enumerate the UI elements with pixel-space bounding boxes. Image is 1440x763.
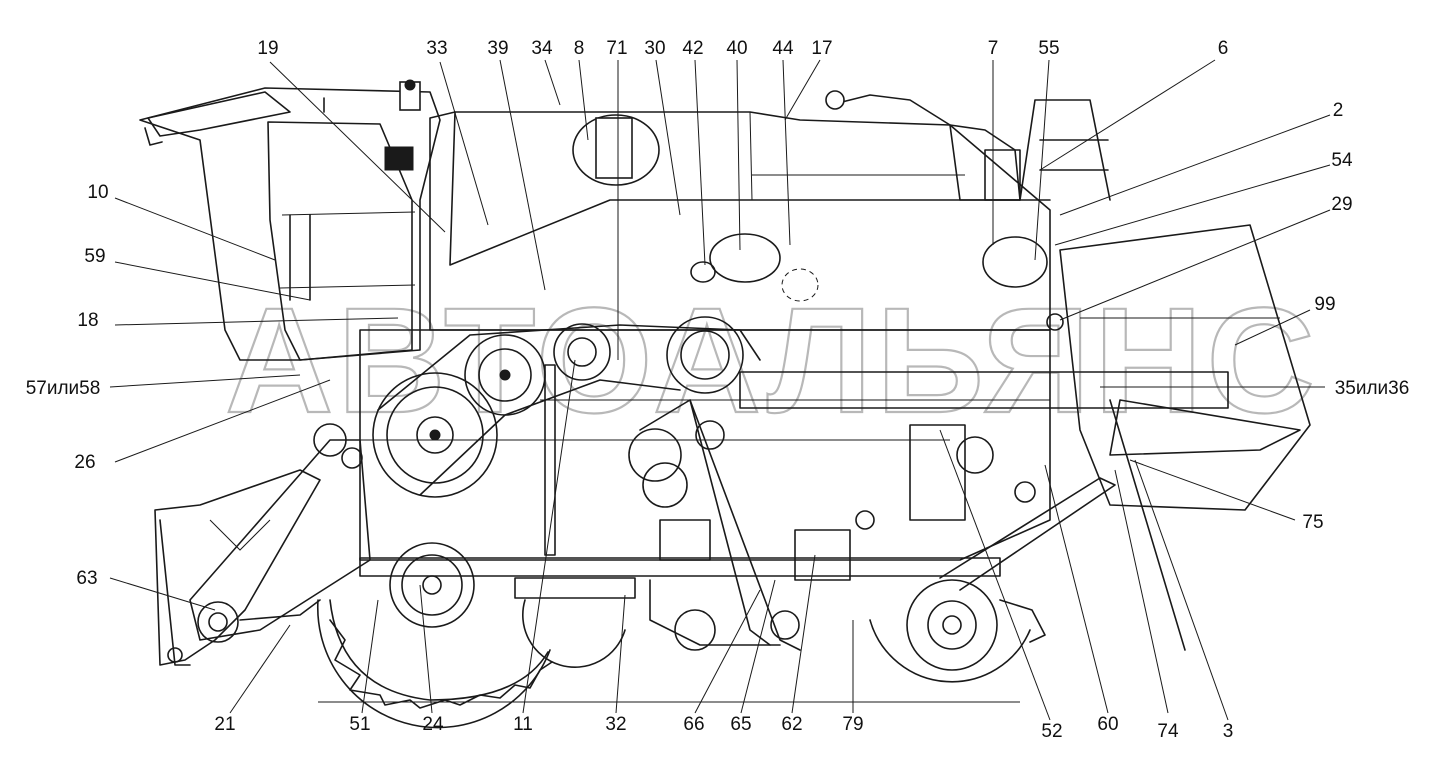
callout-55: 55	[1038, 38, 1059, 59]
callout-40: 40	[726, 38, 747, 59]
callout-59: 59	[84, 246, 105, 267]
grain-tank	[429, 90, 1111, 331]
callout-54: 54	[1331, 150, 1353, 171]
callout-65: 65	[730, 714, 751, 735]
callout-66: 66	[683, 714, 704, 735]
frame-rail	[359, 557, 1001, 577]
callout-57-or-58: 57или58	[26, 378, 101, 399]
callout-6: 6	[1218, 38, 1229, 59]
callout-33: 33	[426, 38, 447, 59]
callout-24: 24	[422, 714, 444, 735]
callout-63: 63	[76, 568, 97, 589]
callout-32: 32	[605, 714, 626, 735]
callout-52: 52	[1041, 721, 1062, 742]
callout-19: 19	[257, 38, 278, 59]
front-wheel	[316, 542, 553, 729]
callout-35-or-36: 35или36	[1335, 378, 1410, 399]
cab	[139, 79, 441, 361]
feeder-header	[154, 423, 371, 666]
callout-62: 62	[781, 714, 802, 735]
callout-18: 18	[77, 310, 98, 331]
mid-assembly	[514, 399, 1186, 668]
callout-51: 51	[349, 714, 370, 735]
callout-2: 2	[1333, 100, 1344, 121]
rear-wheel	[869, 579, 1046, 683]
callout-10: 10	[87, 182, 108, 203]
callout-30: 30	[644, 38, 665, 59]
callout-26: 26	[74, 452, 95, 473]
callout-3: 3	[1223, 721, 1234, 742]
callout-79: 79	[842, 714, 863, 735]
callout-labels: 19 33 39 34 8 71 30 42 40 44 17 7 55 6 2…	[26, 38, 1410, 742]
callout-74: 74	[1157, 721, 1179, 742]
callout-71: 71	[606, 38, 627, 59]
callout-17: 17	[811, 38, 832, 59]
callout-60: 60	[1097, 714, 1118, 735]
callout-34: 34	[531, 38, 553, 59]
main-body	[359, 329, 1051, 581]
callout-75: 75	[1302, 512, 1323, 533]
leader-lines	[109, 59, 1331, 721]
callout-39: 39	[487, 38, 508, 59]
drive-pulleys	[372, 316, 801, 651]
callout-8: 8	[574, 38, 585, 59]
watermark: АВТОАЛЬЯНС	[225, 276, 1319, 444]
callout-29: 29	[1331, 194, 1352, 215]
callout-21: 21	[214, 714, 235, 735]
unloading-auger	[739, 224, 1311, 511]
callout-44: 44	[772, 38, 794, 59]
callout-7: 7	[988, 38, 999, 59]
callout-99: 99	[1314, 294, 1335, 315]
callout-42: 42	[682, 38, 703, 59]
callout-11: 11	[513, 714, 533, 735]
